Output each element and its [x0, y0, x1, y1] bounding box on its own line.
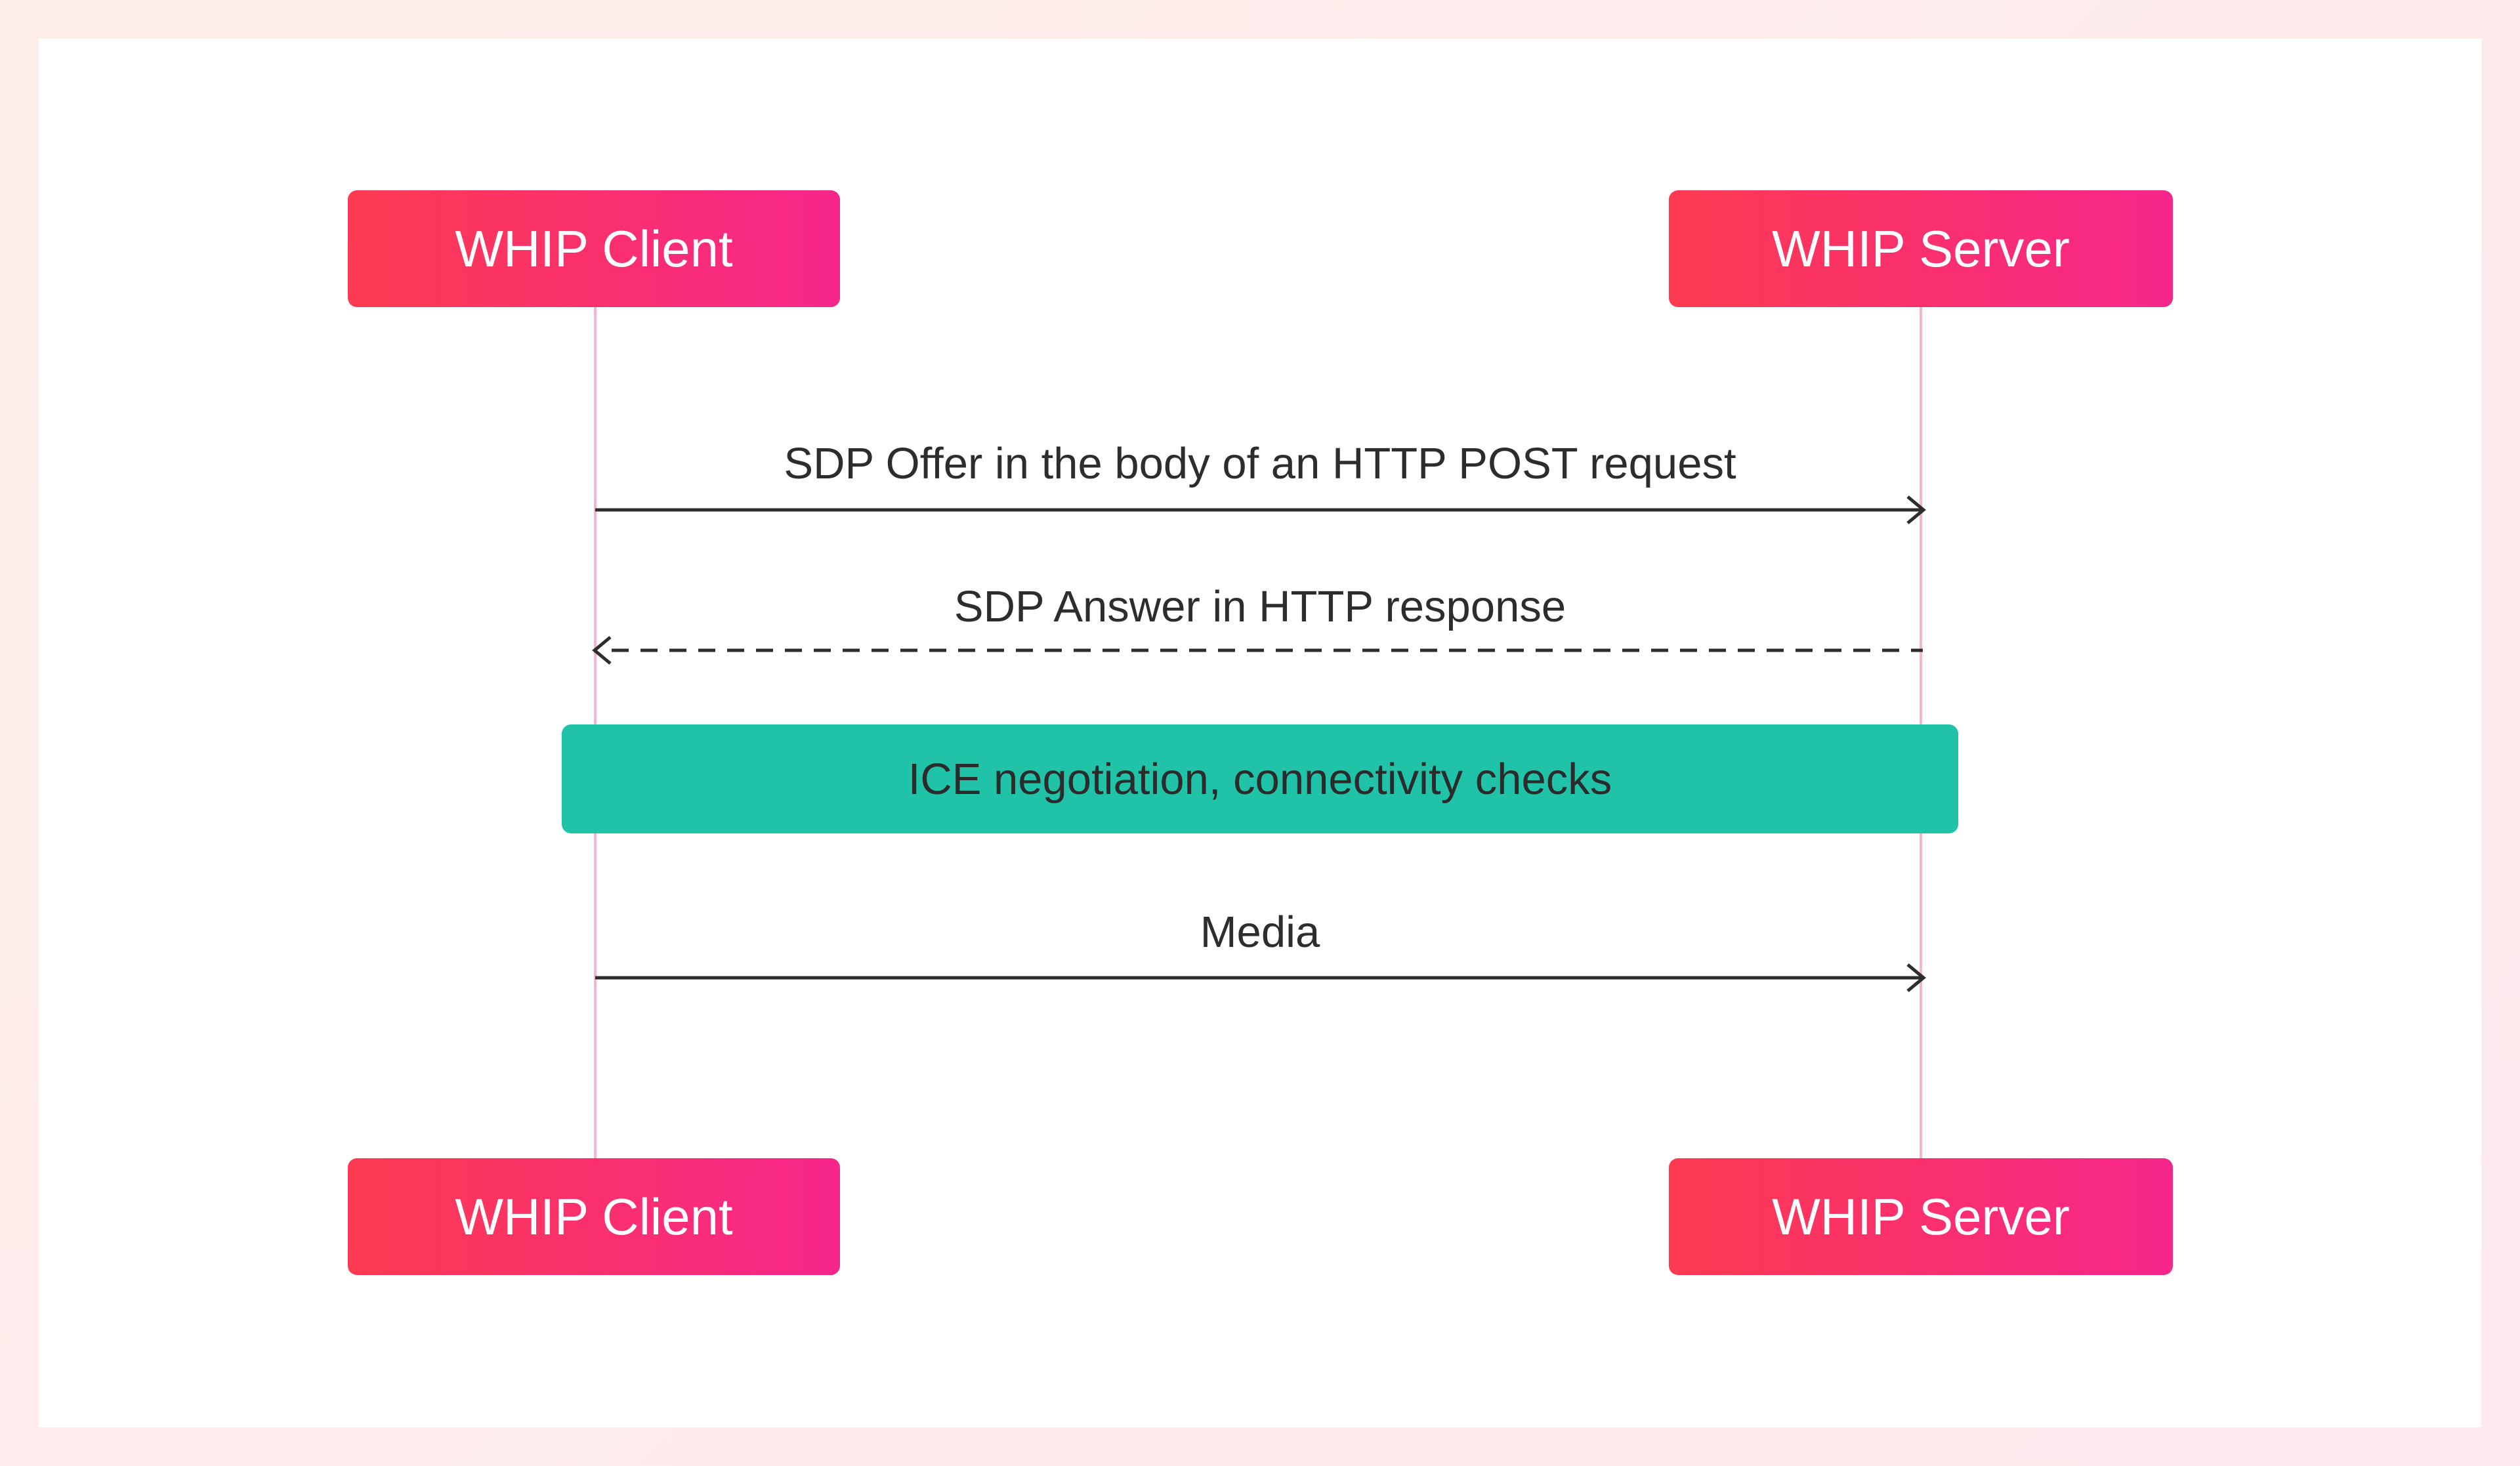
actor-whip-client-bottom: WHIP Client	[348, 1158, 840, 1275]
message-label-sdp-offer: SDP Offer in the body of an HTTP POST re…	[784, 439, 1736, 488]
actor-whip-server-top: WHIP Server	[1669, 190, 2173, 307]
ice-negotiation-note: ICE negotiation, connectivity checks	[562, 724, 1958, 833]
message-label-sdp-answer: SDP Answer in HTTP response	[954, 582, 1566, 631]
actor-whip-server-bottom: WHIP Server	[1669, 1158, 2173, 1275]
actor-whip-client-top: WHIP Client	[348, 190, 840, 307]
message-label-media: Media	[1200, 908, 1320, 957]
